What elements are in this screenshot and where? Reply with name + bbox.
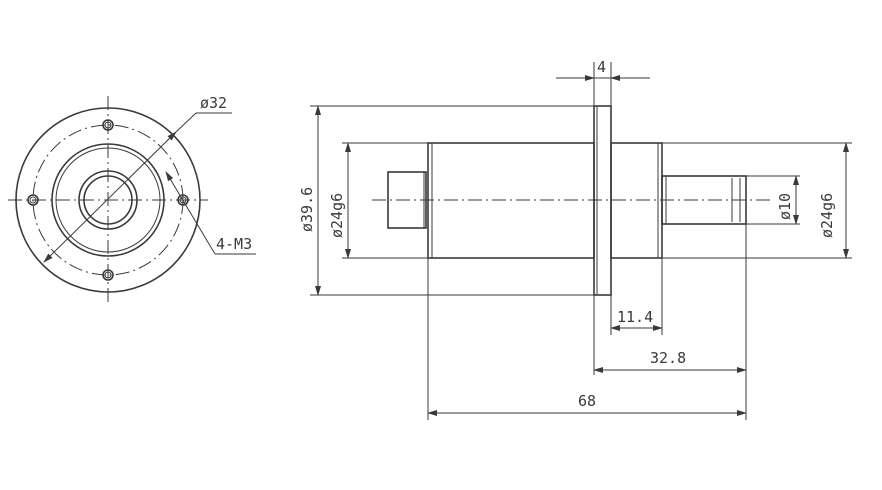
mounting-hole — [102, 269, 114, 281]
overall-length-label: 68 — [578, 392, 596, 410]
mounting-hole — [27, 194, 39, 206]
body-diameter-label: ø24g6 — [328, 193, 346, 238]
pcd-label: ø32 — [200, 94, 227, 112]
thread-label: 4-M3 — [216, 235, 252, 253]
side-view: 4 ø39.6 ø24g6 ø10 ø24g6 11.4 32.8 68 — [298, 58, 852, 420]
pilot-length-label: 11.4 — [617, 308, 653, 326]
flange-diameter-label: ø39.6 — [298, 187, 316, 232]
front-view: ø32 4-M3 — [8, 94, 256, 305]
flange-thickness-label: 4 — [597, 58, 606, 76]
thread-leader — [165, 171, 216, 255]
pcd-dimension-line — [43, 131, 177, 263]
pilot-diameter-label: ø24g6 — [818, 193, 836, 238]
mounting-hole — [102, 119, 114, 131]
mounting-hole — [177, 194, 189, 206]
shaft-length-label: 32.8 — [650, 349, 686, 367]
shaft-diameter-label: ø10 — [776, 193, 794, 220]
pcd-leader — [175, 112, 197, 133]
